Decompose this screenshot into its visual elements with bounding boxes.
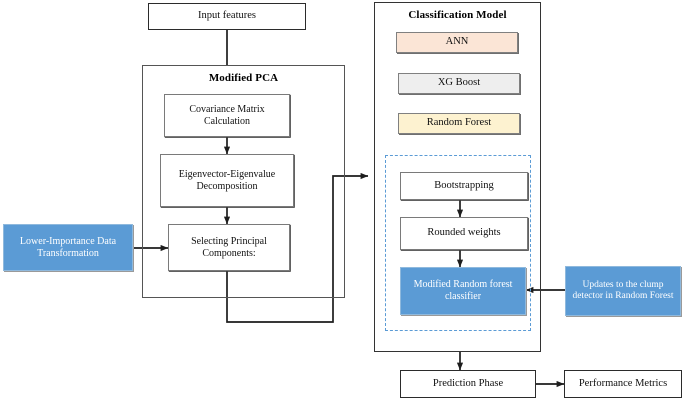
node-input-features[interactable]: Input features: [148, 3, 306, 30]
node-lower-importance-data-transformation[interactable]: Lower-Importance Data Transformation: [3, 224, 133, 271]
group-modified-random-forest-region: [385, 155, 531, 331]
node-rounded-weights[interactable]: Rounded weights: [400, 217, 528, 250]
node-ann[interactable]: ANN: [396, 32, 518, 53]
node-covariance-matrix-label: Covariance Matrix Calculation: [189, 103, 265, 127]
node-modified-random-forest-classifier-label: Modified Random forest classifier: [413, 279, 513, 302]
node-input-features-label: Input features: [197, 10, 257, 22]
group-classification-model-title: Classification Model: [408, 9, 507, 21]
node-random-forest-label: Random Forest: [426, 117, 492, 129]
node-xg-boost-label: XG Boost: [437, 77, 481, 89]
node-modified-random-forest-classifier[interactable]: Modified Random forest classifier: [400, 267, 526, 315]
node-updates-clump-detector[interactable]: Updates to the clump detector in Random …: [565, 266, 681, 316]
node-xg-boost[interactable]: XG Boost: [398, 73, 520, 94]
node-bootstrapping[interactable]: Bootstrapping: [400, 172, 528, 200]
node-prediction-phase[interactable]: Prediction Phase: [400, 370, 536, 398]
node-covariance-matrix[interactable]: Covariance Matrix Calculation: [164, 94, 290, 137]
node-selecting-principal-components-label: Selecting Principal Components:: [191, 235, 267, 259]
node-bootstrapping-label: Bootstrapping: [434, 179, 494, 191]
node-performance-metrics[interactable]: Performance Metrics: [564, 370, 682, 398]
node-rounded-weights-label: Rounded weights: [427, 227, 501, 239]
node-random-forest[interactable]: Random Forest: [398, 113, 520, 134]
node-selecting-principal-components[interactable]: Selecting Principal Components:: [168, 224, 290, 271]
group-classification-model: Classification Model: [374, 2, 541, 352]
node-ann-label: ANN: [445, 36, 469, 48]
node-prediction-phase-label: Prediction Phase: [432, 377, 504, 389]
node-eigen-decomposition-label: Eigenvector-Eigenvalue Decomposition: [178, 168, 276, 192]
node-lower-importance-label: Lower-Importance Data Transformation: [19, 235, 117, 259]
node-updates-clump-detector-label: Updates to the clump detector in Random …: [572, 279, 674, 301]
node-performance-metrics-label: Performance Metrics: [578, 377, 668, 389]
node-eigen-decomposition[interactable]: Eigenvector-Eigenvalue Decomposition: [160, 154, 294, 207]
group-modified-pca-title: Modified PCA: [208, 72, 279, 84]
